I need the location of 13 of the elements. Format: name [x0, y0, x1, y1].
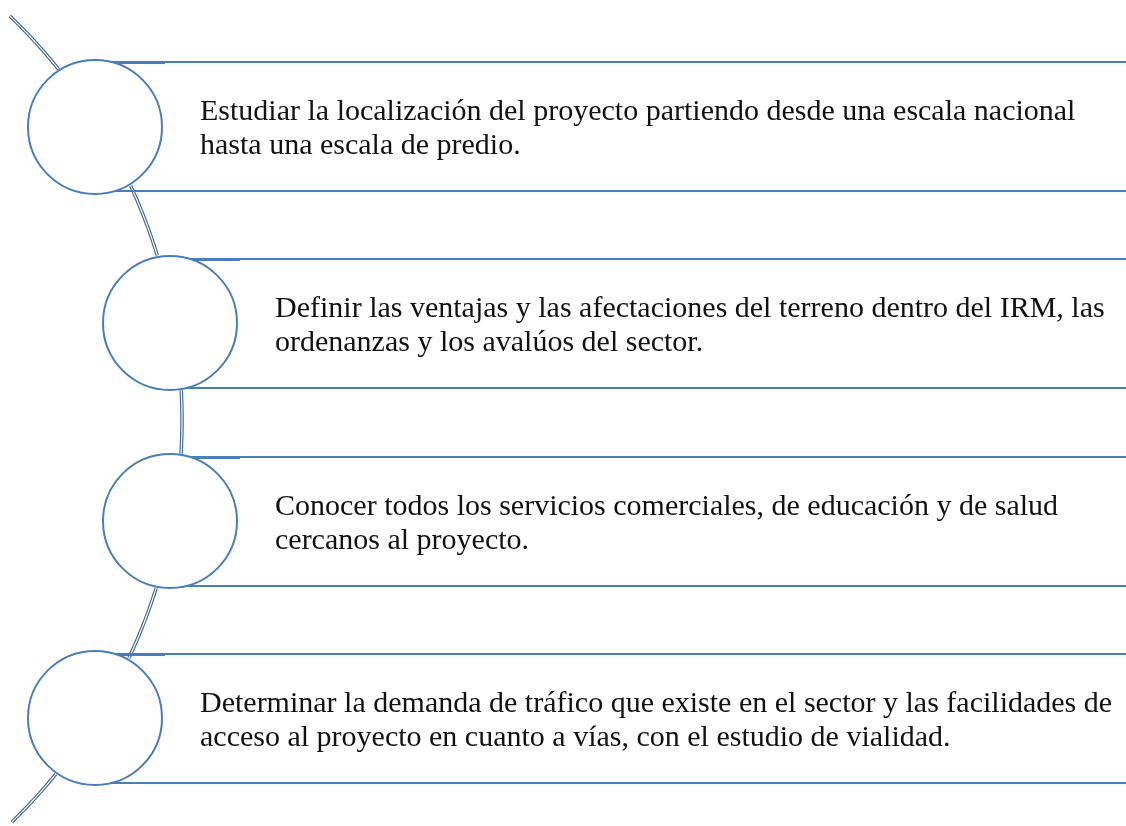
list-item-band: [164, 61, 1126, 192]
item-text: Determinar la demanda de tráfico que existe en el sector y las facilidades de acceso al proyecto en cuanto a vías, con el estudio de vialidad.: [200, 684, 1114, 753]
item-text: Conocer todos los servicios comerciales, de educación y de salud cercanos al proyecto.: [275, 487, 1060, 556]
curved-connector: [129, 185, 159, 257]
item-text: Estudiar la localización del proyecto partiendo desde una escala nacional hasta una escala de predio.: [200, 92, 1077, 161]
list-item-band: [239, 258, 1126, 389]
list-item-band: [239, 456, 1126, 587]
curved-connector: [127, 587, 158, 659]
curved-connector: [8, 14, 60, 71]
item-text: Definir las ventajas y las afectaciones del terreno dentro del IRM, las ordenanzas y los avalúos del sector.: [275, 289, 1106, 358]
curved-connector: [179, 389, 184, 455]
list-item-band: [164, 653, 1126, 784]
curved-connector: [10, 772, 58, 824]
